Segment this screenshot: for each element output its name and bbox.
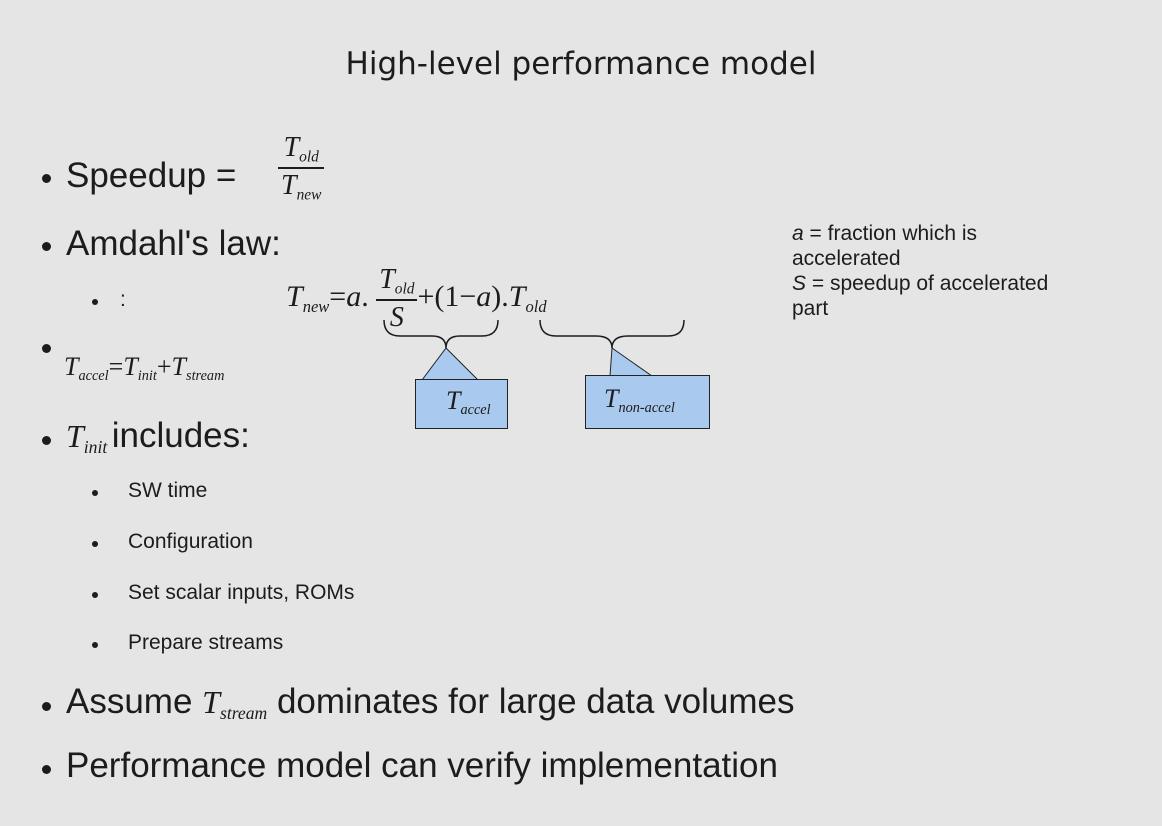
include-item: SW time (128, 479, 208, 502)
accel-callout-label: Taccel (446, 386, 491, 418)
bullet-dot (42, 765, 51, 774)
non-accel-callout-pointer (609, 347, 653, 377)
amdahl-formula: Tnew=a. Told S +(1−a).Told (286, 264, 547, 334)
non-accel-callout-label: Tnon-accel (604, 384, 675, 416)
note-a-text: = fraction which is accelerated (792, 222, 978, 270)
bullet-dot (42, 344, 51, 353)
bullet-dot (42, 242, 51, 251)
include-item: Set scalar inputs, ROMs (128, 581, 355, 604)
bullet-dot (42, 174, 51, 183)
amdahl-label: Amdahl's law: (66, 224, 281, 263)
note-s-text: = speedup of accelerated part (792, 272, 1049, 320)
accel-brace (383, 319, 499, 349)
sub-bullet-dot (92, 592, 98, 598)
sub-bullet-dot (92, 541, 98, 547)
accel-callout-pointer (421, 347, 479, 381)
side-note: a = fraction which is accelerated S = sp… (792, 221, 1062, 321)
non-accel-callout: Tnon-accel (585, 375, 710, 429)
speedup-formula: Told Tnew (278, 132, 325, 205)
note-a-symbol: a (792, 222, 804, 245)
include-item: Configuration (128, 530, 253, 553)
accel-formula: Taccel=Tinit+Tstream (64, 352, 225, 384)
init-includes-line: Tinit includes: (66, 416, 250, 458)
verify-line: Performance model can verify implementat… (66, 746, 778, 785)
assume-line: Assume Tstream dominates for large data … (66, 682, 795, 724)
sub-bullet-dot (92, 299, 98, 305)
include-item: Prepare streams (128, 631, 284, 654)
slide-title: High-level performance model (345, 46, 817, 82)
colon-label: : (120, 288, 126, 311)
includes-label: includes: (111, 416, 250, 455)
sub-bullet-dot (92, 642, 98, 648)
non-accel-brace (539, 319, 685, 349)
bullet-dot (42, 436, 51, 445)
note-s-symbol: S (792, 272, 807, 295)
bullet-dot (42, 702, 51, 711)
accel-callout: Taccel (415, 379, 508, 429)
speedup-label: Speedup = (66, 156, 237, 195)
sub-bullet-dot (92, 490, 98, 496)
